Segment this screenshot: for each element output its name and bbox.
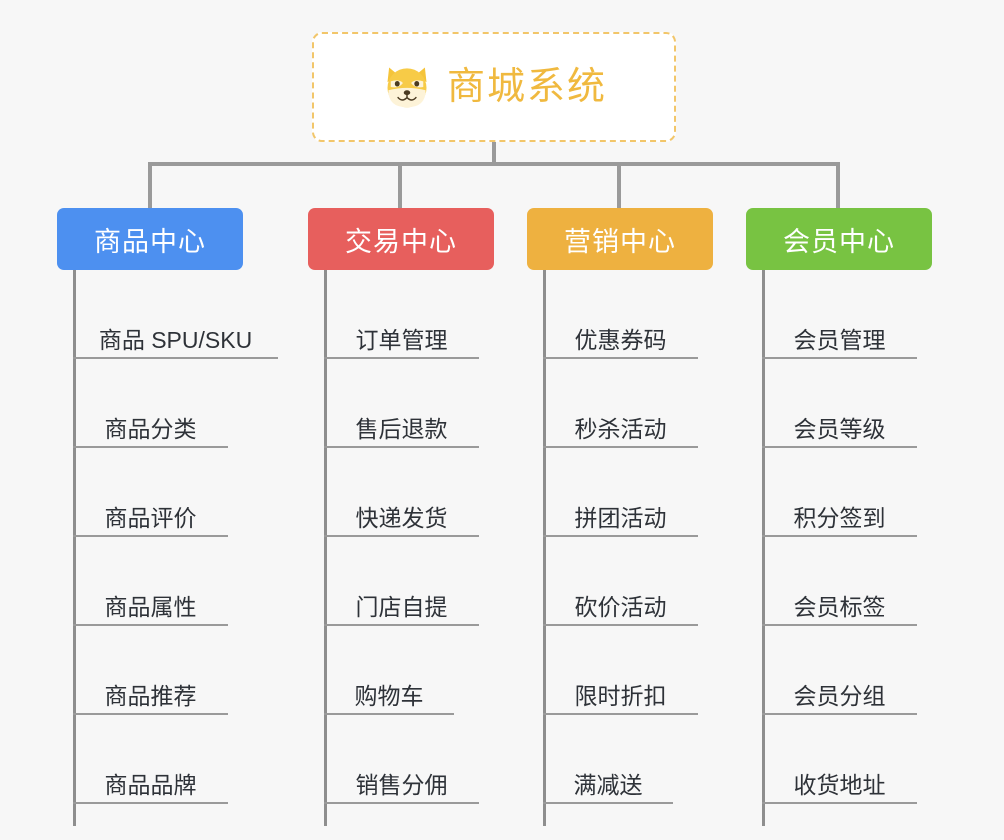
connector-drop-3 [617, 162, 621, 208]
branch-stem-4 [762, 270, 765, 826]
connector-drop-1 [148, 162, 152, 208]
leaf-label: 销售分佣 [355, 771, 448, 798]
leaf-item[interactable]: 砍价活动 [543, 537, 698, 626]
leaf-label: 门店自提 [355, 593, 448, 620]
leaf-item[interactable]: 会员管理 [762, 270, 917, 359]
leaf-item[interactable]: 购物车 [324, 626, 454, 715]
category-label-4: 会员中心 [783, 226, 895, 257]
leaf-label: 砍价活动 [574, 593, 667, 620]
category-node-2[interactable]: 交易中心 [308, 208, 494, 270]
leaf-label: 优惠券码 [574, 326, 667, 353]
leaf-item[interactable]: 收货地址 [762, 715, 917, 804]
leaf-label: 拼团活动 [574, 504, 667, 531]
category-label-1: 商品中心 [94, 226, 206, 257]
leaf-label: 秒杀活动 [574, 415, 667, 442]
leaf-item[interactable]: 商品品牌 [73, 715, 228, 804]
leaf-label: 收货地址 [793, 771, 886, 798]
leaf-item[interactable]: 满减送 [543, 715, 673, 804]
leaf-item[interactable]: 秒杀活动 [543, 359, 698, 448]
leaf-label: 会员标签 [793, 593, 886, 620]
leaf-label: 限时折扣 [574, 682, 667, 709]
leaf-label: 商品属性 [104, 593, 197, 620]
leaf-label: 商品品牌 [104, 771, 197, 798]
branch-stem-2 [324, 270, 327, 826]
leaf-label: 积分签到 [793, 504, 886, 531]
leaf-item[interactable]: 优惠券码 [543, 270, 698, 359]
leaf-label: 售后退款 [355, 415, 448, 442]
leaf-item[interactable]: 商品分类 [73, 359, 228, 448]
leaf-item[interactable]: 拼团活动 [543, 448, 698, 537]
leaf-item[interactable]: 商品推荐 [73, 626, 228, 715]
root-title: 商城系统 [446, 66, 607, 108]
leaf-label: 商品 SPU/SKU [98, 326, 253, 353]
leaf-item[interactable]: 会员等级 [762, 359, 917, 448]
leaf-item[interactable]: 订单管理 [324, 270, 479, 359]
connector-drop-2 [398, 162, 402, 208]
leaf-label: 商品推荐 [104, 682, 197, 709]
leaf-item[interactable]: 商品评价 [73, 448, 228, 537]
leaf-label: 快递发货 [355, 504, 448, 531]
leaf-item[interactable]: 限时折扣 [543, 626, 698, 715]
category-label-3: 营销中心 [564, 226, 676, 257]
leaf-label: 购物车 [354, 682, 424, 709]
category-node-1[interactable]: 商品中心 [57, 208, 243, 270]
leaf-item[interactable]: 会员标签 [762, 537, 917, 626]
root-node[interactable]: 商城系统 [312, 32, 676, 142]
leaf-item[interactable]: 商品 SPU/SKU [73, 270, 278, 359]
connector-horizontal-bus [148, 162, 840, 166]
leaf-item[interactable]: 快递发货 [324, 448, 479, 537]
connector-root-stem [492, 142, 496, 164]
category-label-2: 交易中心 [345, 226, 457, 257]
leaf-item[interactable]: 积分签到 [762, 448, 917, 537]
leaf-item[interactable]: 销售分佣 [324, 715, 479, 804]
leaf-item[interactable]: 会员分组 [762, 626, 917, 715]
shiba-dog-emoji [381, 61, 433, 113]
leaf-item[interactable]: 商品属性 [73, 537, 228, 626]
category-node-3[interactable]: 营销中心 [527, 208, 713, 270]
leaf-item[interactable]: 售后退款 [324, 359, 479, 448]
leaf-label: 会员分组 [793, 682, 886, 709]
leaf-label: 会员等级 [793, 415, 886, 442]
connector-drop-4 [836, 162, 840, 208]
leaf-label: 商品评价 [104, 504, 197, 531]
branch-stem-3 [543, 270, 546, 826]
leaf-item[interactable]: 门店自提 [324, 537, 479, 626]
branch-stem-1 [73, 270, 76, 826]
leaf-label: 满减送 [573, 771, 643, 798]
leaf-label: 订单管理 [355, 326, 448, 353]
leaf-label: 会员管理 [793, 326, 886, 353]
category-node-4[interactable]: 会员中心 [746, 208, 932, 270]
leaf-label: 商品分类 [104, 415, 197, 442]
